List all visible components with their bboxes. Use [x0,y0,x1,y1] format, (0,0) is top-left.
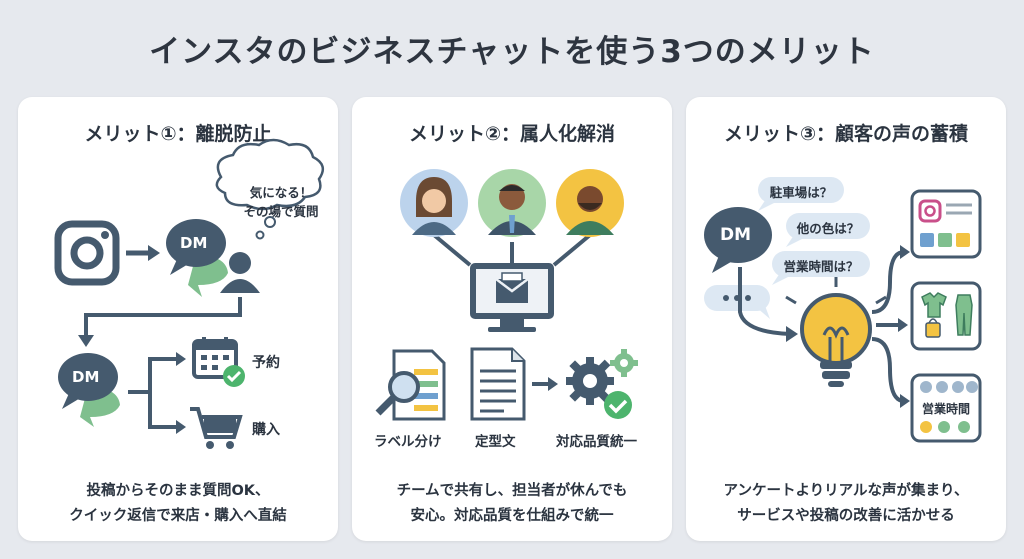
team-sharing-illustration [375,169,638,421]
caption-line-1: 投稿からそのまま質問OK、 [86,483,270,499]
card-caption: アンケートよりリアルな声が集まり、 サービスや投稿の改善に活かせる [686,479,1006,529]
card-caption: 投稿からそのまま質問OK、 クイック返信で来店・購入へ直結 [18,479,338,529]
bounce-prevention-illustration [54,138,325,449]
caption-line-1: アンケートよりリアルな声が集まり、 [723,483,969,499]
question-bubble-icon [772,251,870,285]
dm-label-1: DM [180,234,208,252]
avatar-woman-icon [400,169,468,237]
purchase-label: 購入 [252,422,280,438]
dm-bubble-icon [704,207,772,273]
merit-card-3: メリット③：顧客の声の蓄積 [686,97,1006,541]
dm-bubble-icon [166,219,228,297]
lightbulb-icon [785,277,887,387]
person-icon [220,252,260,293]
apparel-card-icon [910,281,982,351]
question-bubble-icon [786,213,870,247]
avatar-man-icon [478,169,546,237]
card-title: メリット②：属人化解消 [408,123,616,145]
merit-card-2: メリット②：属人化解消 [352,97,672,541]
label-quality: 対応品質統一 [556,434,637,450]
gear-check-icon [566,349,638,419]
arrow-icon [532,377,558,391]
question-hours: 営業時間は？ [783,259,859,274]
instagram-icon [54,220,120,286]
dm-label: DM [720,225,752,245]
dm-label-2: DM [72,368,100,386]
caption-line-2: サービスや投稿の改善に活かせる [737,508,955,524]
card-caption: チームで共有し、担当者が休んでも 安心。対応品質を仕組みで統一 [352,479,672,529]
page-title: インスタのビジネスチャットを使う3つのメリット [149,34,875,70]
reserve-label: 予約 [252,355,280,371]
thought-bubble-icon [215,138,325,240]
shopping-cart-icon [190,407,243,449]
template-document-icon [470,347,526,421]
card-title: メリット①：離脱防止 [84,123,272,145]
customer-voice-illustration [704,177,982,443]
labeling-document-icon [375,349,446,421]
question-colors: 他の色は？ [796,221,860,236]
caption-line-1: チームで共有し、担当者が休んでも [396,483,628,499]
merit-card-1: メリット①：離脱防止 [18,97,338,541]
card-title: メリット③：顧客の声の蓄積 [723,123,969,145]
post-card-icon [910,189,982,259]
thought-text-1: 気になる！ [249,185,313,200]
label-categorize: ラベル分け [374,434,442,450]
hours-card-label: 営業時間 [921,402,970,416]
typing-bubble-icon [704,285,770,319]
question-bubble-icon [758,177,844,211]
caption-line-2: クイック返信で来店・購入へ直結 [69,508,287,524]
business-hours-card-icon [910,373,982,443]
avatar-bearded-man-icon [556,169,624,237]
thought-text-2: その場で質問 [243,204,319,219]
question-parking: 駐車場は？ [769,185,833,200]
monitor-inbox-icon [470,263,554,332]
dm-bubble-icon [58,353,120,427]
arrow-icon [126,245,160,261]
caption-line-2: 安心。対応品質を仕組みで統一 [410,508,614,524]
calendar-icon [192,337,245,387]
label-template: 定型文 [475,434,516,450]
